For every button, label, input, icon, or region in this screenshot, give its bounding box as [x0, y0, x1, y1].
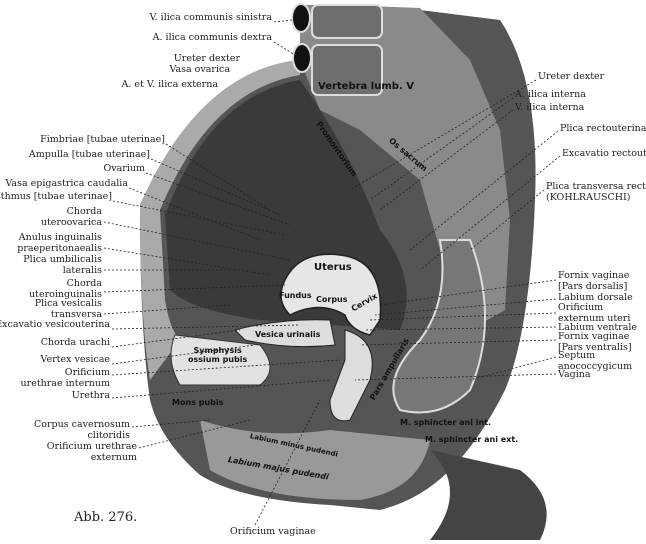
label-fornix-dorsalis: Fornix vaginae[Pars dorsalis]: [558, 270, 629, 292]
label-line: (KOHLRAUSCHI): [546, 192, 631, 203]
label-orificium-vaginae: Orificium vaginae: [230, 526, 316, 537]
label-line: Orificium: [64, 367, 110, 378]
rectum: [392, 239, 486, 414]
label-line: ossium pubis: [188, 355, 248, 364]
label-line: Chorda: [66, 206, 102, 217]
label-uterus: Uterus: [314, 262, 352, 273]
label-line: Anulus inguinalis: [18, 232, 102, 243]
label-sphincter-ext: M. sphincter ani ext.: [425, 435, 519, 444]
label-line: [Pars dorsalis]: [558, 281, 628, 292]
label-a-ilica-interna: A. ilica interna: [515, 89, 586, 100]
label-line: praeperitonaealis: [17, 243, 102, 254]
vertebra-shape: [311, 44, 383, 96]
label-line: urethrae internum: [20, 378, 110, 389]
label-chorda-urachi: Chorda urachi: [40, 337, 110, 348]
vertebra-upper-shape: [311, 4, 383, 39]
label-ureter-dexter-top: Ureter dexter: [173, 53, 240, 64]
label-line: Chorda: [66, 278, 102, 289]
perineum: [200, 420, 430, 500]
label-line: Fornix vaginae: [558, 331, 630, 342]
label-fimbriae: Fimbriae [tubae uterinae]: [40, 134, 165, 145]
label-ureter-dexter-right: Ureter dexter: [538, 71, 605, 82]
label-line: externum: [90, 452, 137, 463]
label-urethra: Urethra: [71, 390, 110, 401]
label-a-v-ilica-externa: A. et V. ilica externa: [121, 79, 218, 90]
label-mons-pubis: Mons pubis: [172, 398, 224, 407]
vein-sinistra: [291, 3, 311, 33]
label-line: Orificium: [558, 302, 604, 313]
label-line: anococcygicum: [558, 361, 633, 372]
label-ampulla: Ampulla [tubae uterinae]: [28, 149, 150, 160]
leader-lines: [103, 19, 561, 526]
uterus-shape: [280, 253, 382, 336]
label-line: externum uteri: [558, 313, 631, 324]
label-excavatio-vesicouterina: Excavatio vesicouterina: [0, 319, 110, 330]
label-corpus: Corpus: [316, 295, 348, 304]
figure-number: Abb. 276.: [74, 510, 138, 525]
bladder-shape: [234, 319, 336, 348]
label-vasa-ovarica: Vasa ovarica: [169, 64, 230, 75]
label-line: Plica vesicalis: [34, 298, 102, 309]
label-vertex-vesicae: Vertex vesicae: [40, 354, 110, 365]
label-excavatio-rectouterina: Excavatio rectouterina: [562, 148, 646, 159]
label-isthmus: Isthmus [tubae uterinae]: [0, 191, 112, 202]
label-a-ilica-communis-dextra: A. ilica communis dextra: [152, 32, 272, 43]
artery-dextra: [292, 43, 312, 73]
label-line: transversa: [50, 309, 102, 320]
label-line: Fornix vaginae: [558, 270, 630, 281]
label-line: lateralis: [62, 265, 102, 276]
label-fundus: Fundus: [279, 291, 312, 300]
label-v-ilica-communis-sinistra: V. ilica communis sinistra: [149, 12, 272, 23]
label-v-ilica-interna: V. ilica interna: [515, 102, 585, 113]
label-line: Plica transversa recti: [546, 181, 646, 192]
label-vesica-urinalis: Vesica urinalis: [255, 330, 321, 339]
label-labium-ventrale: Labium ventrale: [558, 322, 638, 333]
label-line: [Pars ventralis]: [558, 342, 632, 353]
label-line: Plica umbilicalis: [23, 254, 102, 265]
vagina-shape: [329, 329, 373, 422]
label-line: Orificium urethrae: [46, 441, 137, 452]
thigh-outline: [430, 450, 547, 540]
label-line: uteroinguinalis: [29, 289, 102, 300]
label-line: clitoridis: [87, 430, 130, 441]
label-line: uteroovarica: [40, 217, 102, 228]
label-labium-dorsale: Labium dorsale: [558, 292, 633, 303]
label-line: Corpus cavernosum: [34, 419, 130, 430]
label-vagina: Vagina: [558, 369, 591, 380]
label-fornix-ventralis: Fornix vaginae[Pars ventralis]: [558, 331, 632, 353]
symphysis-shape: [170, 334, 271, 386]
label-vasa-epigastrica: Vasa epigastrica caudalia: [5, 178, 128, 189]
label-plica-rectouterina: Plica rectouterina: [560, 123, 646, 134]
label-line: Symphysis: [193, 346, 242, 355]
label-sphincter-int: M. sphincter ani int.: [400, 418, 492, 427]
label-line: Septum: [558, 350, 596, 361]
label-vertebra: Vertebra lumb. V: [318, 81, 414, 92]
label-ovarium: Ovarium: [103, 163, 145, 174]
abdominal-wall: [140, 60, 300, 380]
label-plica-transversa-recti: Plica transversa recti(KOHLRAUSCHI): [546, 181, 646, 203]
